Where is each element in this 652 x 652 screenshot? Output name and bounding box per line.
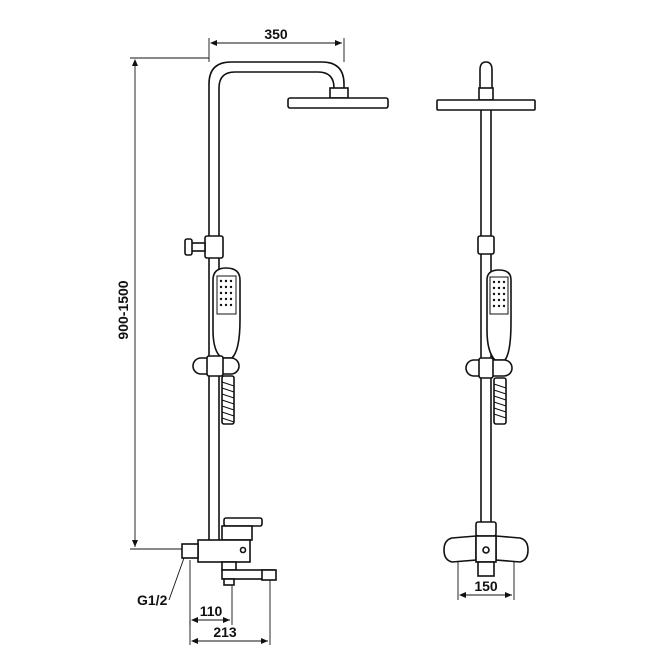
front-view [436,61,536,577]
slider-holder-core [206,355,224,377]
clamp-knob [184,238,193,256]
front-spout [477,561,495,577]
front-slider-holder-core [478,357,494,379]
dim-label-head-reach: 350 [264,26,288,42]
front-mixer-left-arm [443,535,477,563]
front-shower-hose [493,377,507,425]
front-shower-head-connector [478,87,494,101]
shower-head-plate [287,97,389,109]
riser-pipe-inner [218,71,335,545]
dim-spout-offset: 110 [189,560,233,625]
shower-head-connector [329,87,349,99]
dim-label-spout-offset: 110 [200,603,223,619]
front-riser-top [479,61,493,88]
front-mixer-top [475,521,497,537]
diverter-lever [223,517,263,527]
wall-connector [181,543,199,559]
front-hand-shower-nozzles [492,280,506,308]
dim-label-mixer-width: 150 [474,578,498,594]
dim-label-height-range: 900-1500 [115,280,131,339]
spout-aerator [223,578,235,586]
hand-shower-face [216,275,237,315]
front-hand-shower-face [489,276,509,315]
side-view [181,61,389,586]
front-mixer-right-arm [495,535,529,563]
dim-height-range: 900-1500 [115,57,209,550]
dim-label-inlet-thread: G1/2 [137,592,168,608]
dim-mixer-width: 150 [457,562,515,600]
front-shower-head-plate [436,99,536,111]
dim-spout-reach: 213 [189,580,271,645]
front-upper-clamp [477,235,495,255]
hand-shower-body [212,267,241,359]
front-mixer-indicator [482,546,490,554]
riser-pipe [208,61,345,545]
shower-hose [221,375,235,425]
upper-clamp [204,235,224,259]
front-hand-shower-body [486,269,512,361]
mixer-top [221,525,253,541]
dim-head-reach: 350 [208,26,345,62]
mixer-indicator [239,546,247,554]
dim-label-spout-reach: 213 [213,624,237,640]
hand-shower-nozzles [219,279,233,307]
dim-inlet-thread: G1/2 [137,557,185,608]
spout-tip [261,569,277,581]
spout-connector [221,561,237,571]
